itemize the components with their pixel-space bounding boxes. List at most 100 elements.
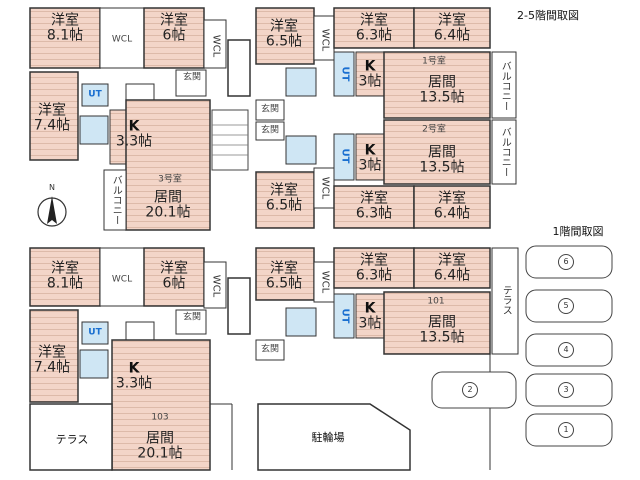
room-1-balcony xyxy=(491,51,517,119)
room-2-kitchen xyxy=(355,133,385,181)
g-terrace-left-label: テラス xyxy=(55,433,89,447)
u2-balcony-label: バルコニー xyxy=(499,127,511,177)
room-3-western-a xyxy=(29,7,101,69)
room-a-western-1 xyxy=(255,7,315,65)
u2-ut-label: UT xyxy=(339,148,351,164)
g-room-western-c xyxy=(29,309,79,403)
g-room-ut xyxy=(81,321,109,345)
g101-ut-label: UT xyxy=(339,308,351,324)
g103-entrance-label: 玄関 xyxy=(182,312,202,323)
g-room-western-a xyxy=(29,247,101,307)
g-terrace-right xyxy=(491,247,519,355)
room-1-ut-label-box xyxy=(333,51,355,97)
u1-ut-label: UT xyxy=(339,66,351,82)
g-101-entrance xyxy=(255,339,285,361)
g-room-wic xyxy=(99,247,145,307)
room-3-entrance xyxy=(175,69,207,97)
parking-number-4: 4 xyxy=(558,342,574,358)
room-1-ut xyxy=(285,67,317,97)
room-b-western-2 xyxy=(333,185,415,229)
g-room-entrance xyxy=(175,309,207,335)
u3-balcony-label: バルコニー xyxy=(110,175,122,225)
g101-unit-number: 101 xyxy=(427,296,445,307)
g-terrace-left xyxy=(29,403,113,471)
u1-entrance-label: 玄関 xyxy=(260,104,280,115)
u2-entrance-label: 玄関 xyxy=(260,125,280,136)
elevator-ground xyxy=(227,277,251,335)
u3-unit-number: 3号室 xyxy=(158,174,182,185)
room-b-western-3 xyxy=(413,185,491,229)
ground-floor-plan-heading: 1階間取図 xyxy=(552,225,604,239)
room-3-western-c xyxy=(29,71,79,161)
room-2-entrance xyxy=(255,121,285,141)
g-room-living xyxy=(111,339,211,471)
parking-number-6: 6 xyxy=(558,254,574,270)
room-1-entrance xyxy=(255,99,285,121)
g-101-western-3 xyxy=(413,247,491,289)
u1-unit-number: 1号室 xyxy=(422,56,446,67)
g103-ut-label: UT xyxy=(88,327,102,338)
g-101-living xyxy=(383,291,491,355)
u1-balcony-label: バルコニー xyxy=(499,61,511,111)
g-room-bath xyxy=(79,349,109,379)
elevator-upper xyxy=(227,39,251,97)
compass-north-label: N xyxy=(49,182,55,192)
g-101-ut xyxy=(285,307,317,337)
g-101-kitchen xyxy=(355,293,385,339)
g-101-western-2 xyxy=(333,247,415,289)
room-3-ut xyxy=(81,83,109,107)
parking-number-5: 5 xyxy=(558,298,574,314)
u3-ut-label: UT xyxy=(88,89,102,100)
ub-wcl-label: WCL xyxy=(319,176,331,200)
room-3-bath xyxy=(79,115,109,145)
u3-entrance-label: 玄関 xyxy=(182,72,202,83)
u2-unit-number: 2号室 xyxy=(422,124,446,135)
g-room-western-b xyxy=(143,247,205,307)
room-2-living xyxy=(383,119,491,185)
u3-wcl-vert-label: WCL xyxy=(210,34,222,58)
room-a-western-2 xyxy=(333,7,415,49)
room-a-western-3 xyxy=(413,7,491,49)
bicycle-parking-area xyxy=(257,403,411,471)
room-3-western-b xyxy=(143,7,205,69)
g103-wcl-vert-label: WCL xyxy=(210,274,222,298)
room-3-living xyxy=(125,99,211,231)
g-room-wcl-vert xyxy=(203,261,227,309)
g-101-western-1 xyxy=(255,247,315,301)
north-compass xyxy=(37,196,67,227)
room-b-western-1 xyxy=(255,171,315,229)
g-terrace-right-label: テラス xyxy=(500,285,512,315)
g101-entrance-label: 玄関 xyxy=(260,344,280,355)
u3-wic-label: WCL xyxy=(111,34,133,45)
g-101-ut-label-box xyxy=(333,293,355,339)
parking-number-1: 1 xyxy=(558,422,574,438)
room-3-wic xyxy=(99,7,145,69)
bicycle-parking-label: 駐輪場 xyxy=(311,431,345,445)
